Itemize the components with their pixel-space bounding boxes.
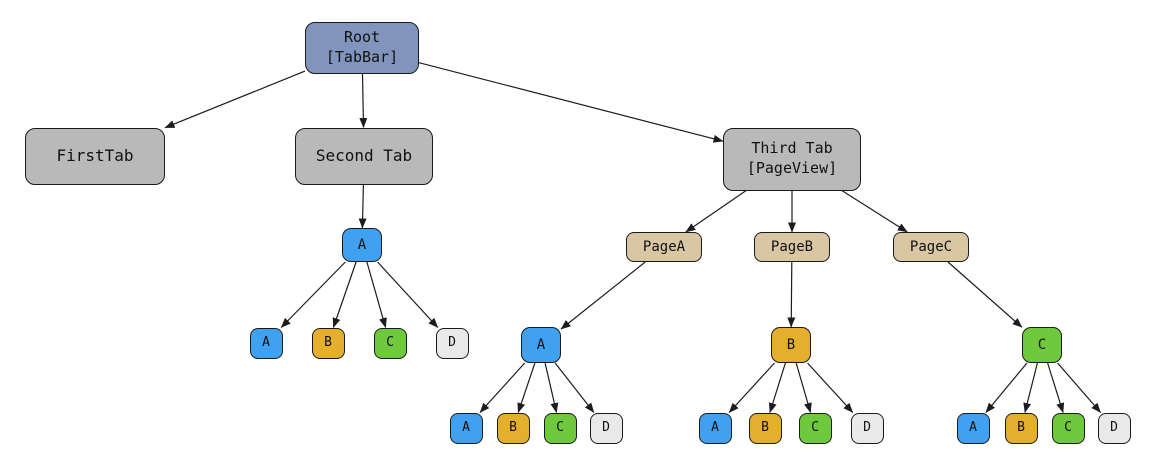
node-label: C [1064, 420, 1072, 436]
edge-pagea-a-to-pagea-a-d [554, 362, 595, 413]
node-label: A [262, 335, 270, 351]
node-label: D [448, 335, 456, 351]
node-third-tab: Third Tab[PageView] [723, 127, 861, 191]
node-pageb-b-c: C [798, 412, 832, 444]
node-label: C [386, 335, 394, 351]
node-pageb-b-d: D [850, 412, 884, 444]
node-pagea-a-b: B [496, 412, 530, 444]
edge-second-tab-to-tab2-a [358, 184, 367, 229]
edge-tab2-a-to-tab2-a-a [280, 261, 346, 328]
edge-page-a-to-pagea-a [560, 261, 646, 330]
edge-root-to-first-tab [164, 70, 306, 129]
node-pageb-b-a: A [698, 412, 732, 444]
node-pagea-a-c: C [543, 412, 577, 444]
edge-pagec-c-to-pagec-c-a [985, 362, 1028, 413]
node-label: D [863, 420, 871, 436]
edge-tab2-a-to-tab2-a-c [366, 261, 387, 328]
node-label: B [1017, 420, 1025, 436]
node-page-c: PageC [893, 232, 969, 262]
node-label: A [711, 420, 719, 436]
node-label: D [1110, 420, 1118, 436]
edge-pageb-b-to-pageb-b-c [795, 362, 812, 413]
edge-pagea-a-to-pagea-a-c [544, 362, 559, 413]
node-label: D [602, 420, 610, 436]
node-label: C [811, 420, 819, 436]
node-pagea-a-d: D [589, 412, 623, 444]
node-label: Second Tab [315, 146, 413, 166]
edge-pagec-c-to-pagec-c-b [1023, 362, 1038, 413]
edge-third-tab-to-page-c [841, 189, 908, 233]
node-pagec-c-d: D [1097, 412, 1131, 444]
edge-pagea-a-to-pagea-a-b [517, 362, 536, 413]
node-label: A [536, 336, 546, 353]
node-root: Root[TabBar] [305, 22, 419, 74]
node-label: B [761, 420, 769, 436]
edge-tab2-a-to-tab2-a-d [377, 261, 439, 328]
edge-page-b-to-pageb-b [787, 261, 796, 328]
node-page-b: PageB [754, 232, 830, 262]
edge-root-to-third-tab [418, 62, 724, 143]
node-tab2-a-d: D [435, 327, 469, 359]
node-label: [PageView] [746, 159, 838, 177]
node-pagec-c: C [1022, 327, 1062, 363]
node-first-tab: FirstTab [25, 127, 165, 185]
node-label: [TabBar] [325, 48, 399, 66]
node-label: FirstTab [56, 146, 134, 166]
node-tab2-a-a: A [249, 327, 283, 359]
node-second-tab: Second Tab [295, 127, 433, 185]
edge-pagec-c-to-pagec-c-d [1057, 362, 1102, 413]
node-pagec-c-b: B [1004, 412, 1038, 444]
node-label: C [1037, 336, 1047, 353]
node-tab2-a-b: B [311, 327, 345, 359]
edge-tab2-a-to-tab2-a-b [332, 261, 357, 328]
node-label: Third Tab [751, 139, 833, 158]
edge-page-c-to-pagec-c [947, 261, 1023, 328]
node-tab2-a: A [342, 228, 382, 262]
node-label: C [556, 420, 564, 436]
node-label: B [509, 420, 517, 436]
node-page-a: PageA [626, 232, 702, 262]
edge-pageb-b-to-pageb-b-b [768, 362, 786, 413]
node-label: PageC [909, 238, 953, 255]
node-label: PageA [642, 238, 686, 255]
node-label: A [969, 420, 977, 436]
edge-pagea-a-to-pagea-a-a [479, 362, 526, 413]
node-label: Root [343, 28, 381, 47]
edge-pageb-b-to-pageb-b-d [807, 362, 854, 413]
node-pagea-a: A [521, 327, 561, 363]
node-label: A [462, 420, 470, 436]
node-tab2-a-c: C [373, 327, 407, 359]
node-label: B [324, 335, 332, 351]
node-label: B [786, 336, 796, 353]
node-pagec-c-a: A [956, 412, 990, 444]
node-pageb-b: B [771, 327, 811, 363]
node-pageb-b-b: B [748, 412, 782, 444]
edge-pagec-c-to-pagec-c-c [1047, 362, 1065, 413]
node-label: PageB [770, 238, 814, 255]
edge-root-to-second-tab [359, 73, 368, 128]
node-pagea-a-a: A [449, 412, 483, 444]
edge-pageb-b-to-pageb-b-a [728, 362, 775, 413]
node-pagec-c-c: C [1051, 412, 1085, 444]
edge-third-tab-to-page-a [685, 190, 747, 233]
node-label: A [357, 236, 367, 253]
